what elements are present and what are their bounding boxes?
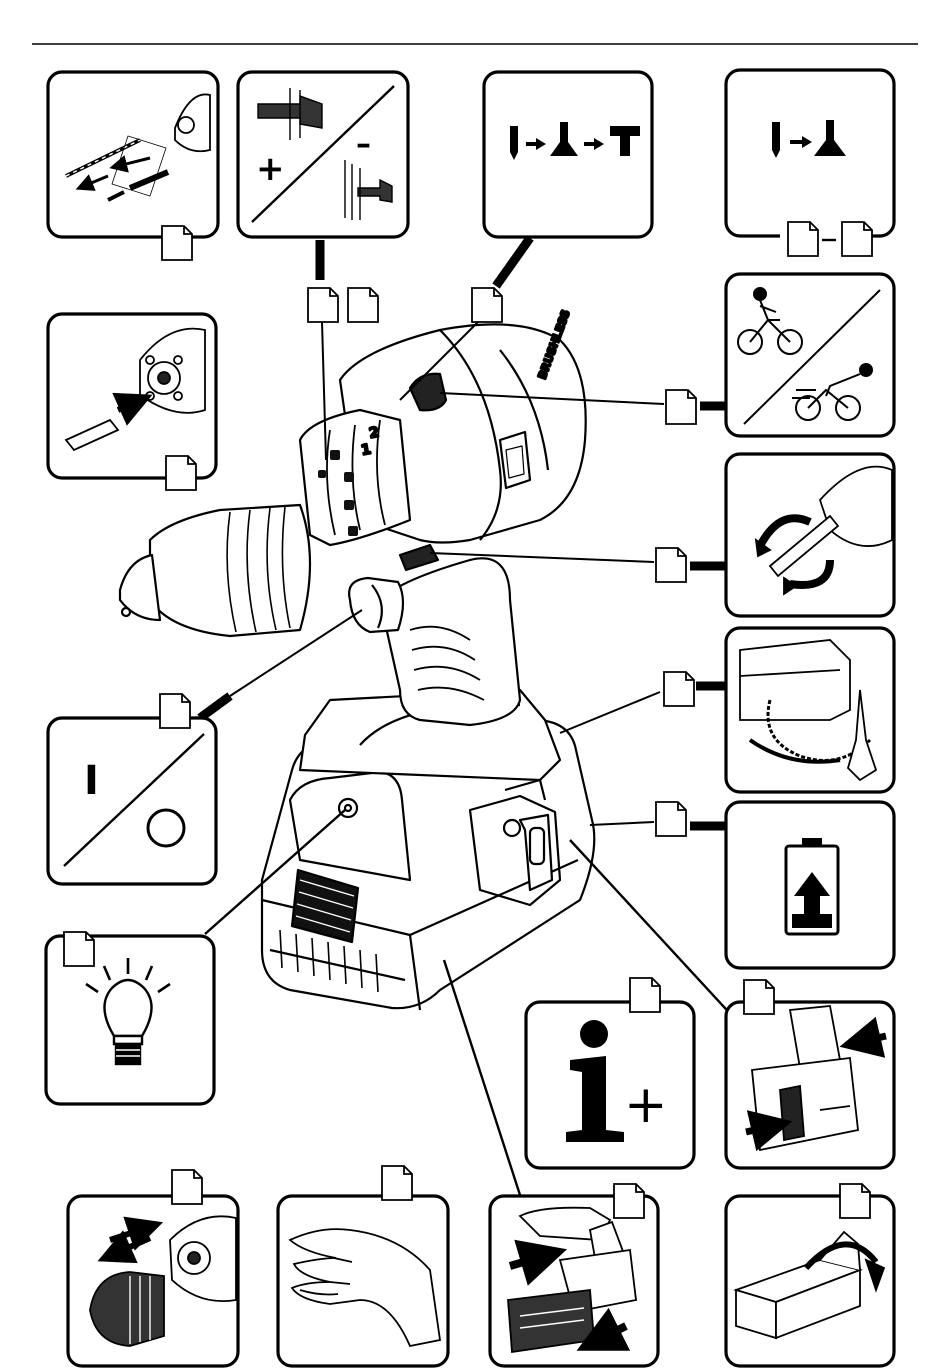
trigger (349, 578, 403, 632)
page-ref-bit-change (162, 226, 192, 260)
panel-rotation-direction (726, 454, 894, 616)
page-ref-torque-b (348, 288, 378, 322)
page-ref-unboxing (840, 1184, 870, 1218)
page-ref-chuck-removal (172, 1170, 202, 1204)
page-ref-mode (472, 288, 502, 322)
page-ref-bit-holder (166, 456, 196, 490)
panel-torque-setting: + – (238, 72, 408, 237)
torque-minus: – (356, 127, 371, 162)
panel-tool-lanyard (726, 628, 894, 792)
keyless-chuck (150, 505, 310, 636)
drill-handle (380, 558, 520, 725)
panel-belt-clip (726, 1002, 894, 1168)
panel-vibration-hand (278, 1196, 448, 1366)
page-ref-mode-2a (788, 222, 818, 256)
panel-gear-selector (726, 274, 894, 436)
panel-mode-selector (484, 72, 652, 237)
info-plus: + (624, 1075, 668, 1135)
page-ref-rotation (656, 548, 686, 582)
panel-unboxing (726, 1196, 894, 1366)
panel-bit-change (48, 72, 218, 237)
panel-chuck-removal (68, 1196, 238, 1366)
direction-switch (400, 545, 438, 570)
panel-on-off-switch: I (48, 718, 216, 884)
page-ref-vibration (382, 1166, 412, 1200)
panel-mode-selector-2 (726, 70, 894, 236)
panel-more-info: + (526, 1002, 694, 1168)
page-ref-torque-a (308, 288, 338, 322)
page-ref-belt-clip (744, 980, 774, 1014)
page-ref-lanyard (664, 672, 694, 706)
on-symbol: I (84, 758, 99, 804)
page-ref-mode-2b (842, 222, 872, 256)
page-ref-more-info (630, 978, 660, 1012)
torque-plus: + (256, 149, 285, 189)
page-ref-on-off (160, 694, 190, 728)
panel-battery-capacity (726, 802, 894, 968)
battery-charge-indicator-icon (786, 838, 838, 934)
panel-battery-remove (490, 1196, 658, 1366)
page-ref-battery-remove (614, 1184, 644, 1218)
page-ref-gear (666, 390, 696, 424)
page-ref-battery-capacity (656, 802, 686, 836)
page-ref-work-light (64, 932, 94, 966)
panel-bit-holder (48, 314, 216, 478)
